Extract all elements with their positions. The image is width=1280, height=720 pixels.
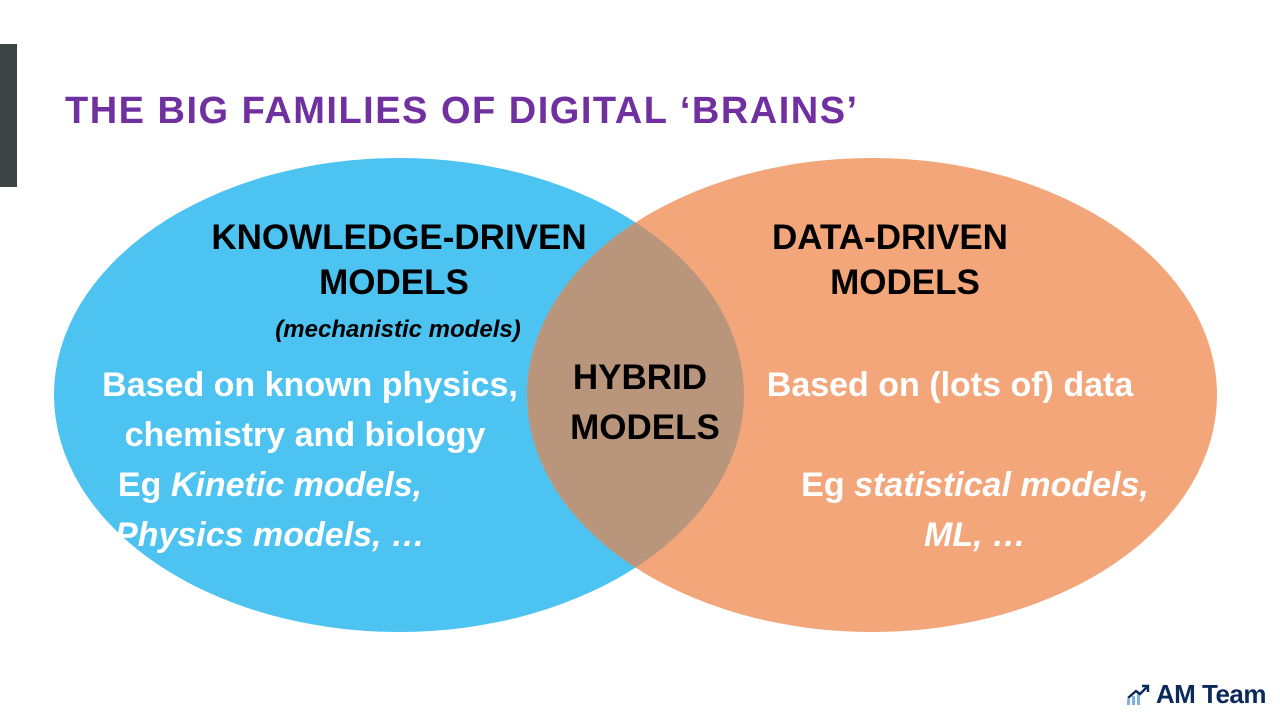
data-driven-example-line1: statistical models, <box>854 466 1149 504</box>
mechanistic-models-label: (mechanistic models) <box>275 316 521 343</box>
knowledge-driven-heading: KNOWLEDGE-DRIVEN MODELS <box>209 215 589 305</box>
knowledge-driven-line1: Based on known physics, <box>102 366 518 404</box>
data-driven-example-prefix: Eg <box>801 466 855 504</box>
knowledge-driven-example-line1: Kinetic models, <box>170 466 423 504</box>
data-driven-line1: Based on (lots of) data <box>766 366 1134 404</box>
data-driven-heading-line1: DATA-DRIVEN <box>772 218 1008 257</box>
knowledge-driven-heading-line2: MODELS <box>319 263 469 302</box>
logo-text: AM Team <box>1155 679 1267 709</box>
data-driven-circle <box>527 158 1217 632</box>
knowledge-driven-example: Eg Kinetic models, <box>0 460 540 510</box>
knowledge-driven-example-prefix: Eg <box>117 466 171 504</box>
data-driven-example-text2: ML, … <box>924 516 1026 554</box>
knowledge-driven-example-line2: Physics models, … <box>0 510 540 560</box>
am-team-logo: AM Team <box>1126 679 1267 710</box>
data-driven-heading-line2: MODELS <box>830 263 980 302</box>
knowledge-driven-circle <box>54 158 744 632</box>
accent-bar <box>0 44 17 187</box>
growth-chart-icon <box>1126 684 1150 705</box>
hybrid-models-label: HYBRID MODELS <box>545 353 745 453</box>
hybrid-line2: MODELS <box>570 408 720 447</box>
knowledge-driven-heading-line1: KNOWLEDGE-DRIVEN <box>211 218 587 257</box>
data-driven-heading: DATA-DRIVEN MODELS <box>745 215 1055 305</box>
data-driven-description: Based on (lots of) data Eg statistical m… <box>745 360 1175 560</box>
knowledge-driven-description: Based on known physics, chemistry and bi… <box>80 360 540 560</box>
knowledge-driven-line2: chemistry and biology <box>124 416 486 454</box>
data-driven-example: Eg statistical models, <box>775 460 1175 510</box>
knowledge-driven-example-text2: Physics models, … <box>115 516 425 554</box>
data-driven-example-line2: ML, … <box>775 510 1175 560</box>
hybrid-line1: HYBRID <box>572 358 708 397</box>
slide-title: THE BIG FAMILIES OF DIGITAL ‘BRAINS’ <box>65 90 859 132</box>
